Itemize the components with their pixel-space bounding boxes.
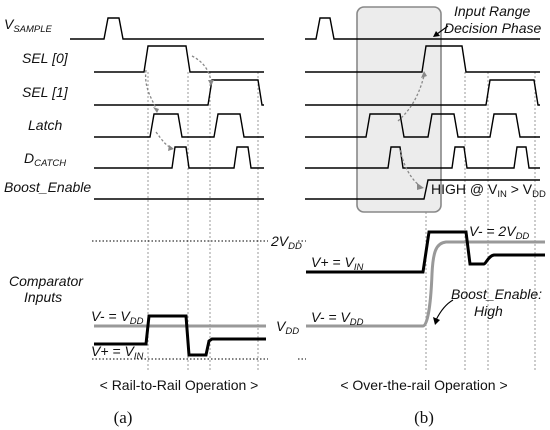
- left-vplus-label: V+ = VIN: [91, 343, 143, 362]
- boost-enable-label: Boost_Enable: [4, 179, 91, 195]
- vsample-label: VSAMPLE: [4, 16, 53, 35]
- left-causal-arrows: [144, 55, 214, 151]
- right-causal-arrows: [397, 71, 427, 190]
- comparator-inputs-label-2: Inputs: [24, 289, 62, 305]
- high-condition-label: HIGH @ VIN > VDD: [431, 181, 546, 200]
- arrowhead-2: [208, 80, 214, 86]
- boost-note-pointer-head: [433, 317, 440, 325]
- right-vminus-low-label: V- = VDD: [311, 309, 364, 328]
- right-vplus-trace: [306, 230, 545, 274]
- boost-note-pointer: [435, 299, 454, 321]
- right-sel1-wave: [305, 79, 540, 106]
- arrow-latch-dcatch: [155, 131, 173, 149]
- dcatch-label: DCATCH: [24, 150, 66, 169]
- right-comparator: 2VDD VDD V- = 2VDD V+ = VIN V- = VDD Boo…: [270, 223, 545, 337]
- left-vplus-trace: [94, 314, 266, 357]
- right-digital-waves: [305, 17, 540, 200]
- boost-note-2: High: [474, 303, 503, 319]
- panel-b-label: (b): [414, 408, 434, 427]
- arrowhead-5: [417, 183, 424, 190]
- arrow-sel0-sel1: [191, 55, 212, 83]
- right-vminus-trace: [306, 240, 545, 328]
- decision-phase-box: [356, 6, 442, 213]
- right-vminus-high-label: V- = 2VDD: [469, 223, 529, 242]
- axis-2vdd-label: 2VDD: [270, 233, 302, 252]
- axis-vdd-label: VDD: [276, 318, 299, 337]
- left-digital-waves: [70, 17, 264, 200]
- left-sel0-wave: [94, 45, 264, 73]
- right-mode-caption: < Over-the-rail Operation >: [340, 377, 507, 393]
- left-vminus-label: V- = VDD: [91, 308, 144, 327]
- left-vsample-wave: [70, 17, 264, 40]
- phase-pointer-head: [433, 31, 440, 37]
- left-comparator: V- = VDD V+ = VIN: [91, 308, 266, 362]
- arrowhead-1: [153, 107, 159, 113]
- phase-label-2: Decision Phase: [444, 20, 541, 36]
- left-sel1-wave: [94, 79, 264, 106]
- phase-pointer: [436, 25, 449, 35]
- left-mode-caption: < Rail-to-Rail Operation >: [100, 377, 259, 393]
- boost-note-1: Boost_Enable:: [451, 286, 542, 302]
- left-dcatch-wave: [94, 146, 264, 169]
- right-dcatch-wave: [305, 146, 540, 169]
- sel1-label: SEL [1]: [22, 84, 69, 100]
- sel0-label: SEL [0]: [22, 50, 69, 66]
- left-latch-wave: [94, 113, 264, 138]
- arrow-sel0-latch: [144, 69, 157, 109]
- arrowhead-3: [168, 145, 174, 151]
- signal-labels: VSAMPLE SEL [0] SEL [1] Latch DCATCH Boo…: [4, 16, 91, 305]
- right-latch-wave: [305, 113, 540, 138]
- right-vplus-label: V+ = VIN: [311, 254, 363, 273]
- panel-a-label: (a): [114, 408, 133, 427]
- arrow-latch-sel0: [397, 75, 425, 122]
- right-vsample-wave: [305, 17, 540, 40]
- right-boost-wave: [305, 179, 540, 200]
- latch-label: Latch: [28, 117, 62, 133]
- right-sel0-wave: [305, 45, 540, 73]
- comparator-inputs-label-1: Comparator: [9, 273, 84, 289]
- phase-label-1: Input Range: [454, 3, 530, 19]
- arrowhead-4: [421, 71, 427, 78]
